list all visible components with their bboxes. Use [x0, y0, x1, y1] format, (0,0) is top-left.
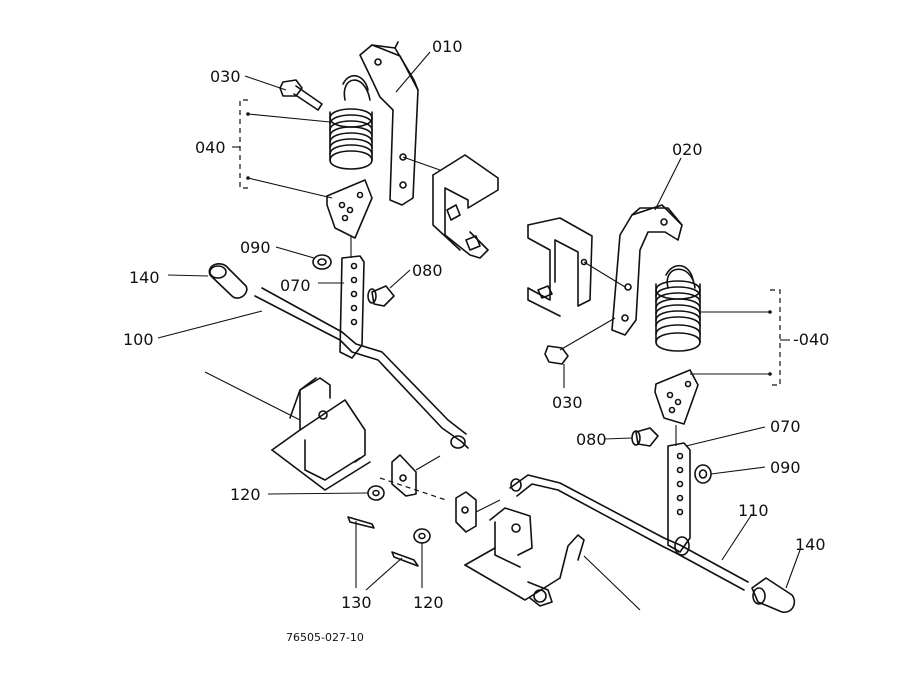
- label-120-lower: 120: [413, 593, 444, 612]
- washer-120-upper: [367, 485, 385, 501]
- label-100: 100: [123, 330, 154, 349]
- base-bracket-left: [204, 371, 371, 491]
- label-070-left: 070: [280, 276, 311, 295]
- washer-120-lower: [413, 528, 431, 544]
- label-020: 020: [672, 140, 703, 159]
- pin-080-right: [631, 427, 659, 447]
- bolt-030-right: [544, 317, 616, 365]
- label-110: 110: [738, 501, 769, 520]
- grip-140-left: [208, 263, 248, 299]
- label-080-left: 080: [412, 261, 443, 280]
- bracket-010: [359, 41, 419, 206]
- label-040-left: 040: [195, 138, 226, 157]
- pivot-plate-left: [379, 454, 447, 501]
- mount-bracket-right: [527, 217, 626, 317]
- label-090-left: 090: [240, 238, 271, 257]
- drawing-reference: 76505-027-10: [286, 631, 364, 644]
- washer-090-left: [312, 254, 332, 270]
- part-labels: 010 030 040 090 080 140 070 100 120 130 …: [123, 37, 829, 644]
- spring-plate-left: [326, 179, 373, 239]
- leader-lines: [157, 51, 801, 591]
- group-bracket-040-right: [690, 289, 790, 386]
- label-010: 010: [432, 37, 463, 56]
- label-070-right: 070: [770, 417, 801, 436]
- mount-bracket-left: [402, 154, 499, 259]
- pivot-plate-center: [455, 491, 501, 533]
- rod-100: [254, 287, 469, 449]
- spring-040-right: [655, 264, 701, 352]
- rod-110: [509, 474, 749, 591]
- label-030-left: 030: [210, 67, 241, 86]
- group-bracket-040-left: [232, 99, 333, 199]
- arm-070-right: [667, 425, 691, 553]
- washer-090-right: [694, 464, 712, 484]
- label-090-right: 090: [770, 458, 801, 477]
- label-120-upper: 120: [230, 485, 261, 504]
- label-140-right: 140: [795, 535, 826, 554]
- arm-070-left: [339, 236, 365, 359]
- label-130: 130: [341, 593, 372, 612]
- label-140-left: 140: [129, 268, 160, 287]
- bolt-030-left: [279, 79, 323, 111]
- cotter-pin-130-lower: [391, 551, 419, 567]
- label-040-right: -040: [793, 330, 829, 349]
- grip-140-right: [751, 577, 796, 613]
- label-030-right: 030: [552, 393, 583, 412]
- base-bracket-center: [464, 507, 641, 611]
- spring-040-left: [329, 74, 373, 170]
- spring-plate-right: [654, 369, 699, 425]
- cotter-pin-130-upper: [347, 516, 375, 529]
- label-080-right: 080: [576, 430, 607, 449]
- pin-080-left: [367, 285, 395, 307]
- bracket-020: [611, 204, 683, 336]
